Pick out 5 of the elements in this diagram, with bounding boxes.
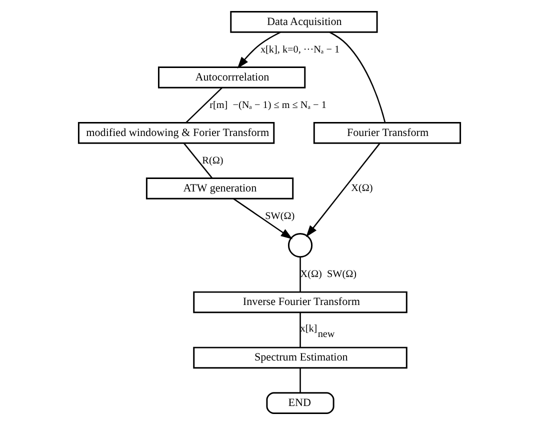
edge-label: X(Ω) xyxy=(351,183,373,194)
edge-label: SW(Ω) xyxy=(265,210,295,222)
edge-label: r[m] −(Nₐ − 1) ≤ m ≤ Nₐ − 1 xyxy=(210,100,326,111)
edge-label: R(Ω) xyxy=(202,155,224,166)
edge-label: x[k], k=0, ···Nₐ − 1 xyxy=(260,44,340,56)
